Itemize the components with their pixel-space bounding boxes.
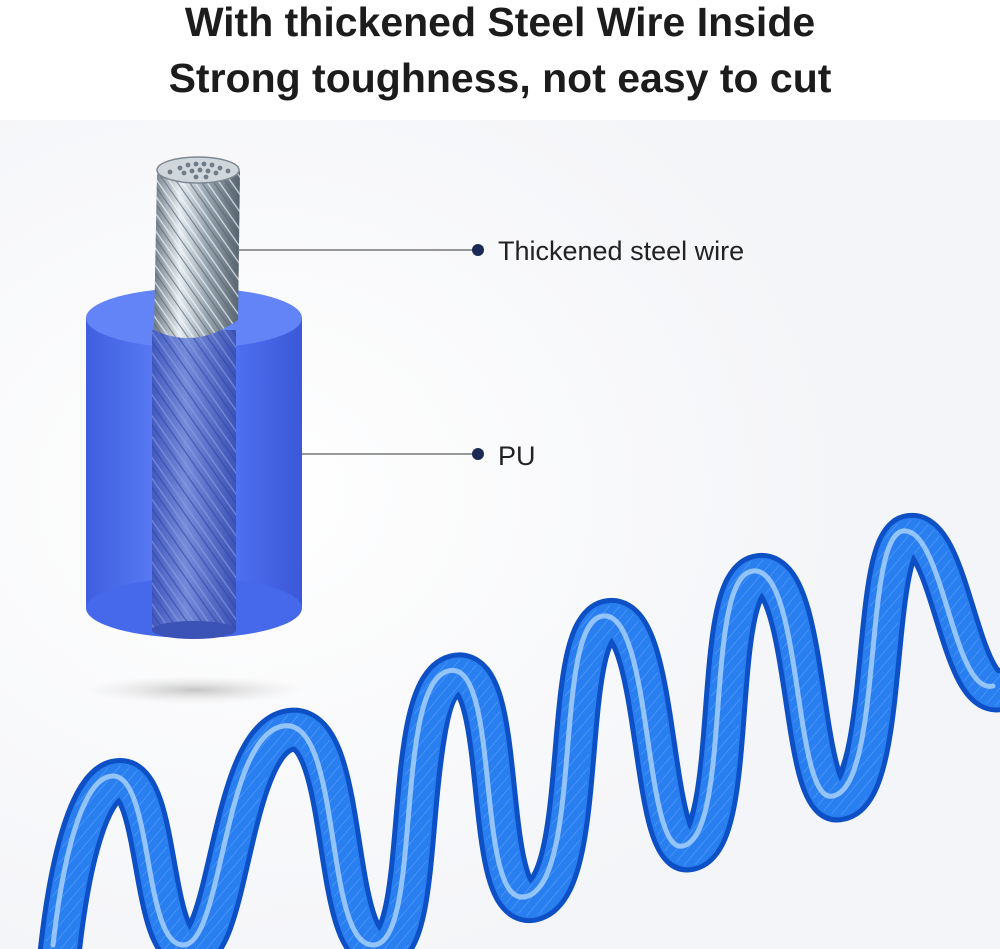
steel-wire-core [154,156,240,338]
headline-line-2: Strong toughness, not easy to cut [168,55,832,101]
callout-pu-leader [302,448,484,460]
headline-line-1: With thickened Steel Wire Inside [184,0,816,45]
cylinder-shadow [85,676,305,704]
callout-label-steel-wire: Thickened steel wire [498,236,745,266]
coiled-cable [38,513,1000,949]
callout-steel-wire-leader [238,244,484,256]
pu-jacket-cylinder [86,288,302,639]
callout-label-pu: PU [498,441,536,471]
